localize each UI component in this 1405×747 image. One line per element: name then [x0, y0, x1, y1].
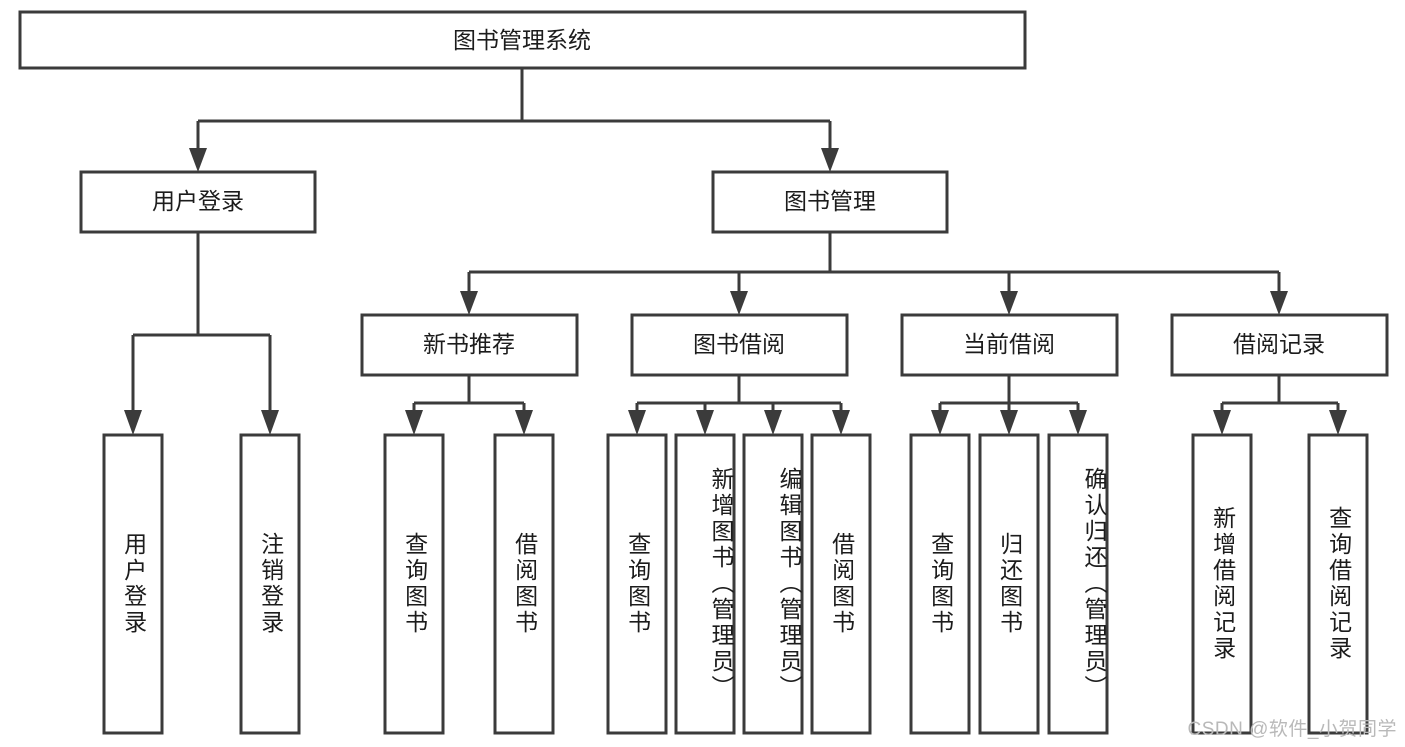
arrow-head-leaf-query-record	[1329, 410, 1347, 435]
arrow-head-borrow-record	[1270, 291, 1288, 315]
leaf-user-login-box[interactable]	[102, 433, 164, 735]
arrow-head-leaf-add-book	[696, 410, 714, 435]
node-user-login-box[interactable]	[79, 170, 317, 234]
arrow-head-leaf-return-book	[1000, 410, 1018, 435]
watermark-text: CSDN @软件_小贺同学	[1187, 719, 1397, 740]
node-borrow-record[interactable]: 借阅记录	[1170, 313, 1389, 377]
arrow-head-leaf-user-login	[124, 410, 142, 435]
arrow-head-book-management	[821, 148, 839, 172]
leaf-query-book-3-box[interactable]	[909, 433, 971, 735]
leaf-user-logout-box[interactable]	[239, 433, 301, 735]
arrow-head-current-borrow	[1000, 291, 1018, 315]
node-current-borrow[interactable]: 当前借阅	[900, 313, 1119, 377]
node-new-book-recommend-box[interactable]	[360, 313, 579, 377]
node-borrow-record-label: 借阅记录	[1233, 331, 1325, 357]
leaf-query-record-box[interactable]	[1307, 433, 1369, 735]
node-current-borrow-label: 当前借阅	[963, 331, 1055, 357]
arrow-head-book-borrow	[730, 291, 748, 315]
leaf-edit-book-box[interactable]	[742, 433, 804, 735]
arrow-head-leaf-query-book-1	[405, 410, 423, 435]
arrow-head-leaf-edit-book	[764, 410, 782, 435]
arrow-head-leaf-query-book-2	[628, 410, 646, 435]
node-book-borrow-box[interactable]	[630, 313, 849, 377]
leaf-add-book-box[interactable]	[674, 433, 736, 735]
node-book-management[interactable]: 图书管理	[711, 170, 949, 234]
node-borrow-record-box[interactable]	[1170, 313, 1389, 377]
node-root-box[interactable]	[18, 10, 1027, 70]
leaf-box-layer	[102, 433, 1369, 735]
arrow-head-leaf-user-logout	[261, 410, 279, 435]
node-book-management-box[interactable]	[711, 170, 949, 234]
arrow-head-leaf-confirm-return	[1069, 410, 1087, 435]
arrow-head-leaf-borrow-book-1	[515, 410, 533, 435]
node-book-borrow[interactable]: 图书借阅	[630, 313, 849, 377]
node-book-management-label: 图书管理	[784, 188, 876, 214]
leaf-query-book-2-box[interactable]	[606, 433, 668, 735]
node-new-book-recommend-label: 新书推荐	[423, 331, 515, 357]
leaf-confirm-return-box[interactable]	[1047, 433, 1109, 735]
arrow-head-leaf-add-record	[1213, 410, 1231, 435]
leaf-borrow-book-2-box[interactable]	[810, 433, 872, 735]
arrow-head-leaf-query-book-3	[931, 410, 949, 435]
leaf-query-book-1-box[interactable]	[383, 433, 445, 735]
node-new-book-recommend[interactable]: 新书推荐	[360, 313, 579, 377]
connector-layer	[124, 68, 1347, 435]
node-book-borrow-label: 图书借阅	[693, 331, 785, 357]
arrow-head-user-login	[189, 148, 207, 172]
arrow-head-new-book-recommend	[460, 291, 478, 315]
leaf-return-book-box[interactable]	[978, 433, 1040, 735]
node-current-borrow-box[interactable]	[900, 313, 1119, 377]
node-root[interactable]: 图书管理系统	[18, 10, 1027, 70]
node-user-login-label: 用户登录	[152, 188, 244, 214]
node-layer: 图书管理系统 用户登录 图书管理 新书推荐 图书借阅	[18, 10, 1389, 735]
node-user-login[interactable]: 用户登录	[79, 170, 317, 234]
leaf-add-record-box[interactable]	[1191, 433, 1253, 735]
node-root-label: 图书管理系统	[453, 27, 591, 53]
leaf-borrow-book-1-box[interactable]	[493, 433, 555, 735]
arrow-head-leaf-borrow-book-2	[832, 410, 850, 435]
